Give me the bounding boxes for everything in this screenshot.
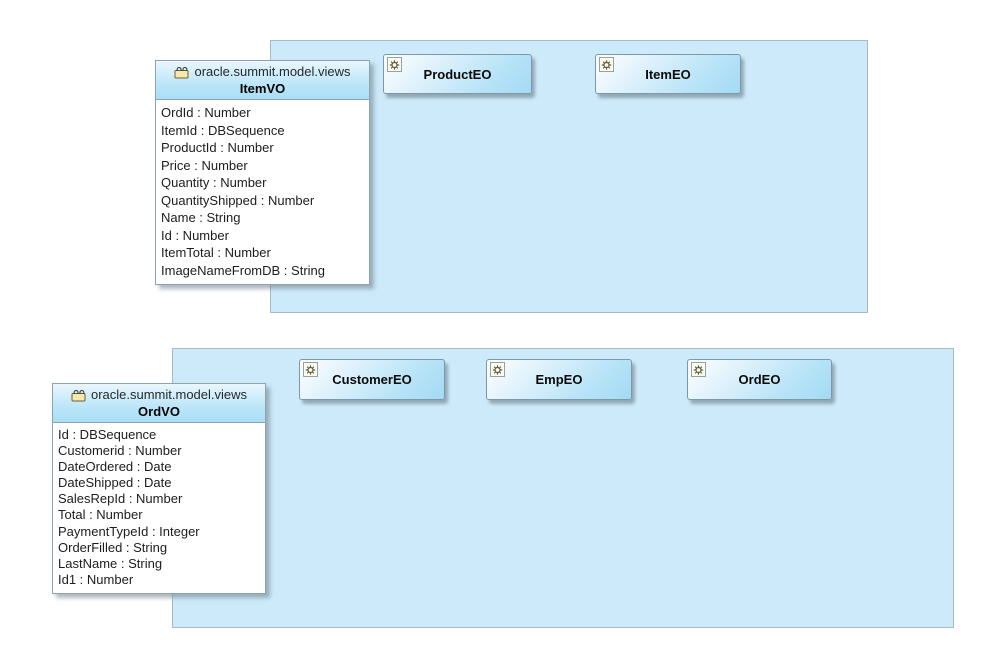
vo-package-label: oracle.summit.model.views [194,64,351,79]
vo-attribute[interactable]: ProductId : Number [161,140,274,155]
vo-attribute[interactable]: Id : DBSequence [58,427,157,442]
vo-name-label: ItemVO [239,81,286,96]
vo-attribute[interactable]: Name : String [161,210,241,225]
eo-node-itemeo[interactable]: ItemEO [595,54,741,94]
vo-attribute[interactable]: ItemId : DBSequence [161,122,285,138]
vo-attribute[interactable]: LastName : String [58,555,163,571]
eo-name-label: ItemEO [645,66,691,82]
vo-node-header: oracle.summit.model.views ItemVO [156,61,369,100]
vo-attribute[interactable]: OrdId : Number [161,105,251,120]
view-object-icon [174,66,190,79]
eo-node-empeo[interactable]: EmpEO [486,359,632,400]
eo-name-label: OrdEO [738,372,781,387]
eo-name-label: ProductEO [423,66,492,82]
vo-node-header: oracle.summit.model.views OrdVO [53,384,265,423]
entity-object-gear-icon [303,362,318,377]
vo-attribute[interactable]: DateOrdered : Date [58,459,172,475]
entity-object-gear-icon [691,362,706,377]
vo-attribute[interactable]: PaymentTypeId : Integer [58,523,200,539]
eo-name-label: EmpEO [535,372,583,387]
vo-node-itemvo[interactable]: oracle.summit.model.views ItemVO OrdId :… [155,60,370,285]
vo-attribute[interactable]: Customerid : Number [58,443,182,459]
entity-object-gear-icon [490,362,505,377]
eo-name-label: CustomerEO [332,372,412,387]
entity-object-gear-icon [387,57,402,72]
vo-attribute-list: Id : DBSequence Customerid : Number Date… [53,423,265,593]
vo-attribute[interactable]: OrderFilled : String [58,539,168,555]
vo-attribute[interactable]: Total : Number [58,507,143,523]
vo-attribute[interactable]: SalesRepId : Number [58,491,183,507]
vo-attribute[interactable]: ItemTotal : Number [161,245,271,260]
vo-attribute[interactable]: Id : Number [161,227,229,243]
vo-node-ordvo[interactable]: oracle.summit.model.views OrdVO Id : DBS… [52,383,266,594]
vo-attribute[interactable]: Price : Number [161,157,248,173]
entity-object-gear-icon [599,57,614,72]
eo-node-ordeo[interactable]: OrdEO [687,359,832,400]
vo-attribute-list: OrdId : Number ItemId : DBSequence Produ… [156,100,369,284]
vo-attribute[interactable]: Quantity : Number [161,175,267,190]
view-object-icon [71,389,87,402]
eo-node-producteo[interactable]: ProductEO [383,54,532,94]
vo-name-label: OrdVO [138,404,180,419]
vo-attribute[interactable]: QuantityShipped : Number [161,192,315,208]
eo-node-customereo[interactable]: CustomerEO [299,359,445,400]
vo-attribute[interactable]: ImageNameFromDB : String [161,262,325,278]
vo-attribute[interactable]: Id1 : Number [58,571,134,587]
vo-attribute[interactable]: DateShipped : Date [58,475,172,491]
vo-package-label: oracle.summit.model.views [90,387,248,402]
